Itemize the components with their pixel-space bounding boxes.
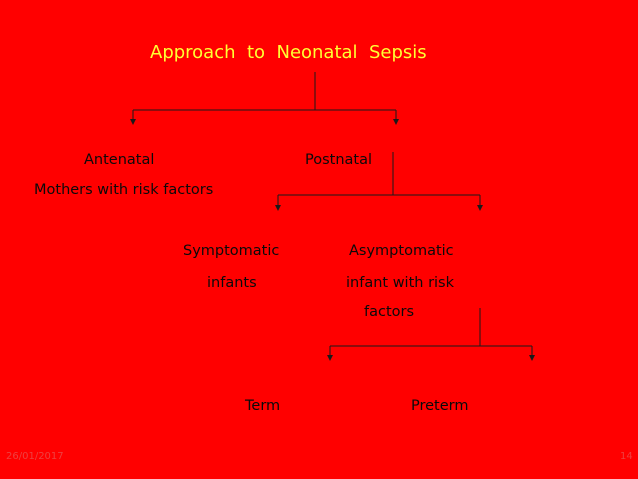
node-mothers-risk-factors: Mothers with risk factors	[34, 182, 214, 198]
node-asymptomatic-line1: Asymptomatic	[349, 243, 454, 259]
node-asymptomatic-line3: factors	[364, 304, 415, 320]
footer-date: 26/01/2017	[6, 451, 64, 462]
footer-page-number: 14	[620, 451, 633, 462]
node-asymptomatic-line2: infant with risk	[346, 275, 455, 291]
node-preterm: Preterm	[411, 398, 469, 414]
node-symptomatic-line2: infants	[207, 275, 257, 291]
node-postnatal: Postnatal	[305, 152, 373, 168]
node-symptomatic-line1: Symptomatic	[183, 243, 280, 259]
node-term: Term	[245, 398, 281, 414]
node-antenatal: Antenatal	[84, 152, 155, 168]
slide-title: Approach to Neonatal Sepsis	[150, 42, 427, 63]
